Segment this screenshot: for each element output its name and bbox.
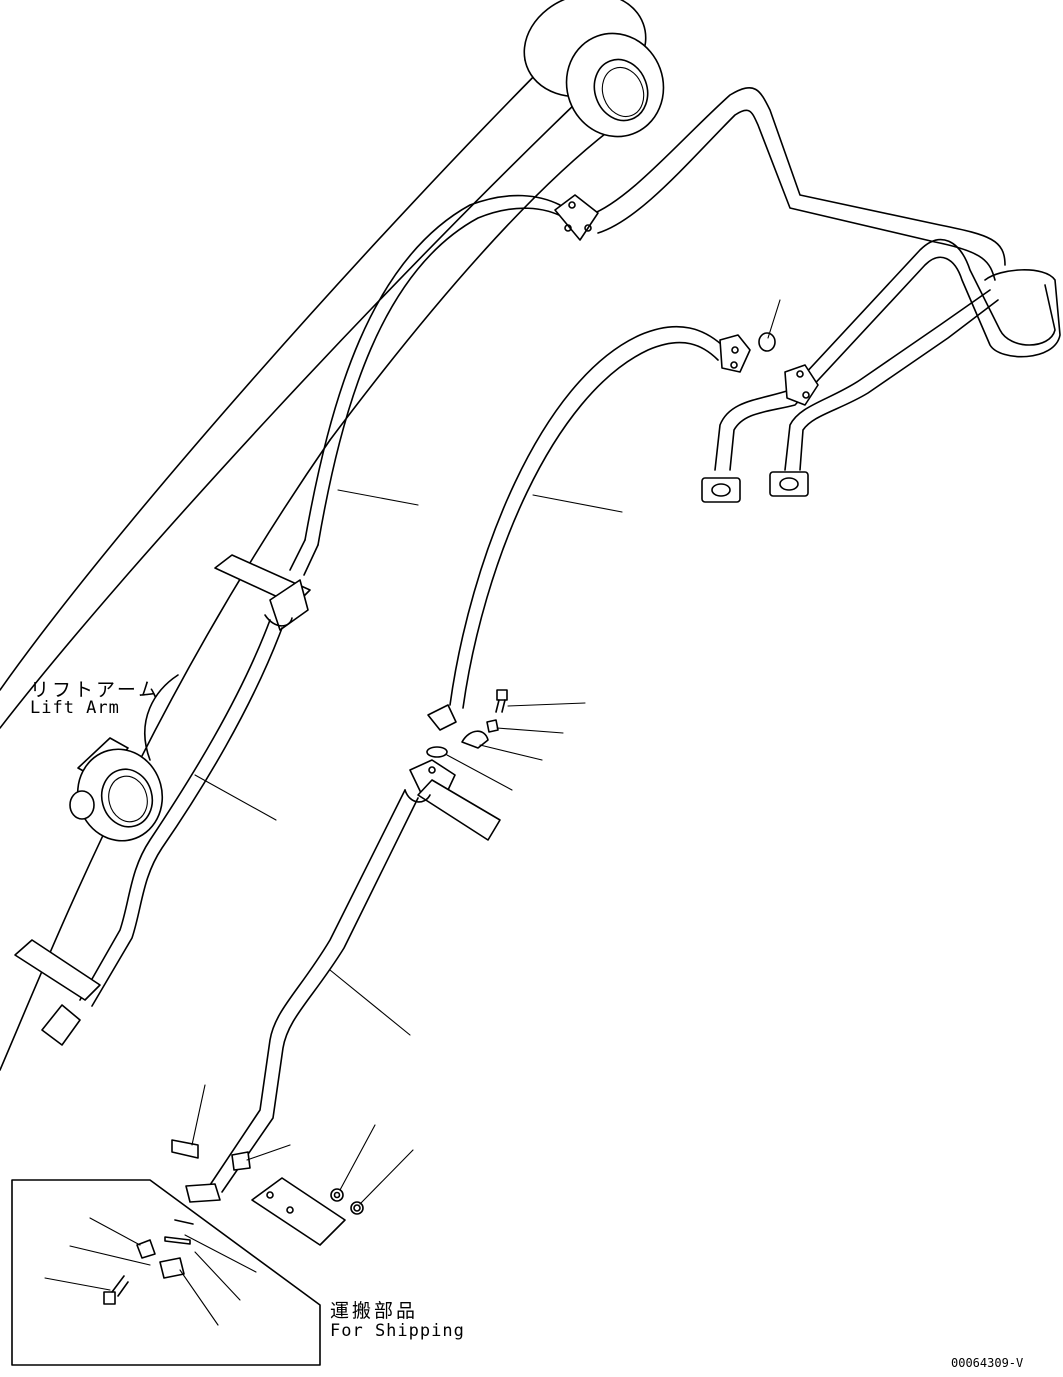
clamp-bracket-lower — [14, 939, 101, 1046]
shipping-bolt — [103, 1275, 129, 1305]
nut-lower-2 — [350, 1201, 364, 1215]
lift-arm-label-ja: リフトアーム — [30, 679, 161, 701]
lift-arm — [0, 11, 641, 1071]
shipping-block — [159, 1257, 185, 1279]
hose-right — [449, 326, 723, 709]
plug-1 — [171, 1139, 199, 1159]
flange-right-lower-2 — [769, 471, 809, 497]
shipping-label-ja: 運搬部品 — [330, 1300, 419, 1322]
clamp-bracket-upper — [214, 554, 311, 631]
o-ring-upper — [758, 332, 776, 352]
upper-flange — [554, 194, 599, 241]
shipping-clip — [136, 1239, 156, 1259]
hose-left — [289, 194, 566, 576]
washer-lower — [330, 1188, 344, 1202]
upper-pin-boss — [523, 0, 665, 138]
bracket-lower — [251, 1177, 346, 1246]
bolt-mid — [495, 689, 508, 713]
shipping-label-en: For Shipping — [330, 1321, 465, 1341]
flange-right-mid — [784, 364, 819, 406]
clamp-half-mid — [461, 730, 489, 749]
washer-mid — [486, 719, 499, 733]
lower-pin-boss — [69, 737, 164, 842]
tube-upper — [589, 87, 1006, 281]
tubes-right — [714, 238, 1061, 471]
shipping-pin — [164, 1219, 194, 1245]
clamp-bracket-center — [404, 779, 501, 841]
pipe-end-lower — [185, 1183, 221, 1203]
shipping-parts-box — [11, 1179, 321, 1366]
hose-right-upper-fitting — [719, 334, 751, 373]
drawing-id: 00064309-V — [951, 1356, 1024, 1370]
pipe-lower-left — [79, 619, 283, 1007]
o-ring-mid — [426, 746, 448, 758]
nut-lower — [231, 1151, 251, 1171]
pipe-center — [209, 789, 419, 1193]
lift-arm-label-en: Lift Arm — [30, 698, 120, 718]
leader-lines — [44, 299, 781, 1326]
flange-right-lower-1 — [701, 477, 741, 503]
hose-right-lower-fitting — [427, 704, 457, 731]
